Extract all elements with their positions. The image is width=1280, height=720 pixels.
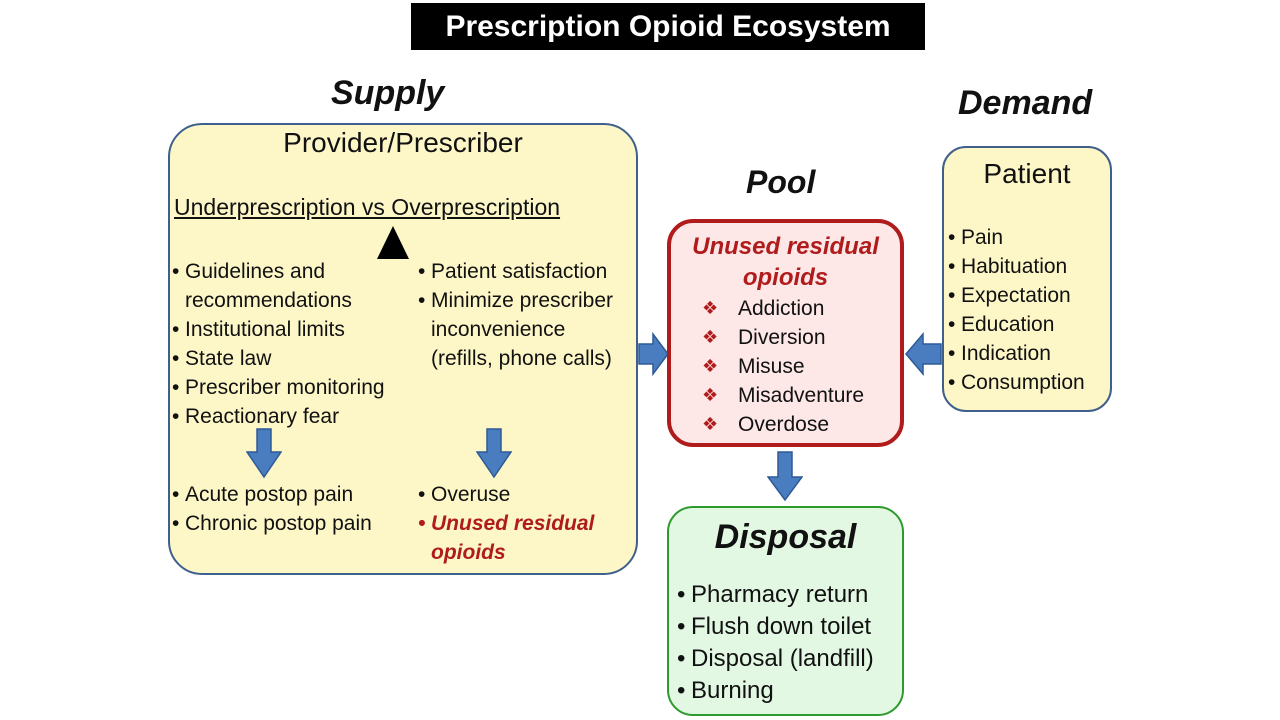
supply-to-pool-arrow-icon — [638, 332, 669, 376]
left-factor-fear: Reactionary fear — [172, 402, 385, 431]
patient-factor: Consumption — [948, 368, 1085, 397]
patient-title: Patient — [983, 158, 1071, 189]
outcome-chronic-pain: Chronic postop pain — [172, 509, 372, 538]
diamond-bullet-icon: ❖ — [702, 414, 719, 434]
pool-risk-item: ❖Misadventure — [702, 381, 864, 410]
pool-risk-item: ❖Diversion — [702, 323, 864, 352]
fulcrum-triangle-icon — [377, 226, 409, 259]
balance-label: Underprescription vs Overprescription — [174, 194, 561, 220]
pool-risk-item: ❖Overdose — [702, 410, 864, 439]
pool-risk-item: ❖Addiction — [702, 294, 864, 323]
diamond-bullet-icon: ❖ — [702, 385, 719, 405]
left-factor-institutional: Institutional limits — [172, 315, 385, 344]
pool-heading: Pool — [746, 164, 816, 200]
patient-factor: Education — [948, 310, 1085, 339]
disposal-method: Disposal (landfill) — [677, 643, 874, 675]
pool-title-line1: Unused residual — [692, 233, 879, 260]
demand-heading: Demand — [958, 84, 1093, 122]
patient-factor: Pain — [948, 223, 1085, 252]
right-factors-list: Patient satisfaction Minimize prescriber… — [418, 257, 613, 373]
disposal-methods-list: Pharmacy return Flush down toilet Dispos… — [677, 579, 874, 707]
patient-factor: Expectation — [948, 281, 1085, 310]
patient-factor: Indication — [948, 339, 1085, 368]
supply-heading: Supply — [331, 74, 445, 112]
left-down-arrow-icon — [246, 428, 282, 478]
pool-title-line2: opioids — [742, 264, 829, 291]
disposal-title: Disposal — [714, 518, 857, 556]
pool-risks-list: ❖Addiction ❖Diversion ❖Misuse ❖Misadvent… — [702, 294, 864, 439]
demand-to-pool-arrow-icon — [905, 332, 942, 376]
pool-to-disposal-arrow-icon — [767, 451, 803, 501]
pool-risk-item: ❖Misuse — [702, 352, 864, 381]
right-factor-inconvenience: Minimize prescriberinconvenience(refills… — [418, 286, 613, 373]
right-down-arrow-icon — [476, 428, 512, 478]
pool-box — [667, 219, 904, 447]
disposal-method: Flush down toilet — [677, 611, 874, 643]
provider-prescriber-title: Provider/Prescriber — [283, 127, 523, 158]
left-factor-monitoring: Prescriber monitoring — [172, 373, 385, 402]
diamond-bullet-icon: ❖ — [702, 356, 719, 376]
diamond-bullet-icon: ❖ — [702, 298, 719, 318]
disposal-method: Pharmacy return — [677, 579, 874, 611]
patient-factors-list: Pain Habituation Expectation Education I… — [948, 223, 1085, 397]
left-outcomes-list: Acute postop pain Chronic postop pain — [172, 480, 372, 538]
diamond-bullet-icon: ❖ — [702, 327, 719, 347]
disposal-method: Burning — [677, 675, 874, 707]
left-factor-state-law: State law — [172, 344, 385, 373]
diagram-title: Prescription Opioid Ecosystem — [411, 3, 925, 50]
patient-factor: Habituation — [948, 252, 1085, 281]
outcome-overuse: Overuse — [418, 480, 594, 509]
outcome-acute-pain: Acute postop pain — [172, 480, 372, 509]
right-factor-satisfaction: Patient satisfaction — [418, 257, 613, 286]
pool-title: Unused residual opioids — [667, 231, 904, 293]
